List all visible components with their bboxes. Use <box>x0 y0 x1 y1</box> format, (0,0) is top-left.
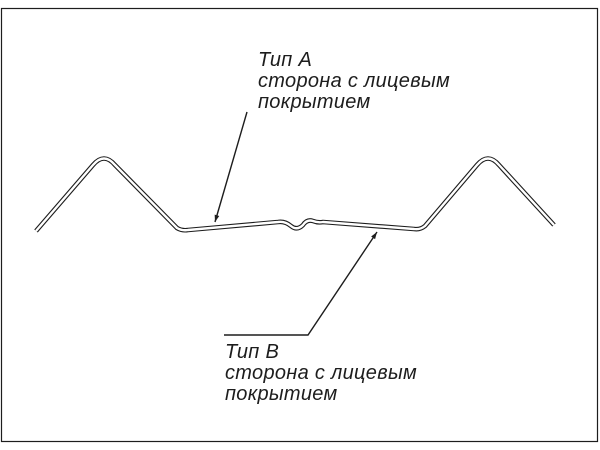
leader-line-type-a <box>214 111 248 223</box>
label-type-a-line2: покрытием <box>258 91 371 113</box>
label-type-b-line1: сторона с лицевым <box>225 362 417 384</box>
label-type-b-title: Тип В <box>225 341 280 363</box>
leader-line-type-b <box>224 231 378 336</box>
label-type-b: Тип В сторона с лицевым покрытием <box>225 342 417 405</box>
label-type-a-title: Тип А <box>258 49 313 71</box>
label-type-a: Тип А сторона с лицевым покрытием <box>258 50 450 113</box>
sheet-profile-outline <box>34 156 556 233</box>
label-type-a-line1: сторона с лицевым <box>258 70 450 92</box>
drawing-frame <box>0 7 599 443</box>
sheet-profile-core <box>35 157 555 232</box>
label-type-b-line2: покрытием <box>225 383 338 405</box>
